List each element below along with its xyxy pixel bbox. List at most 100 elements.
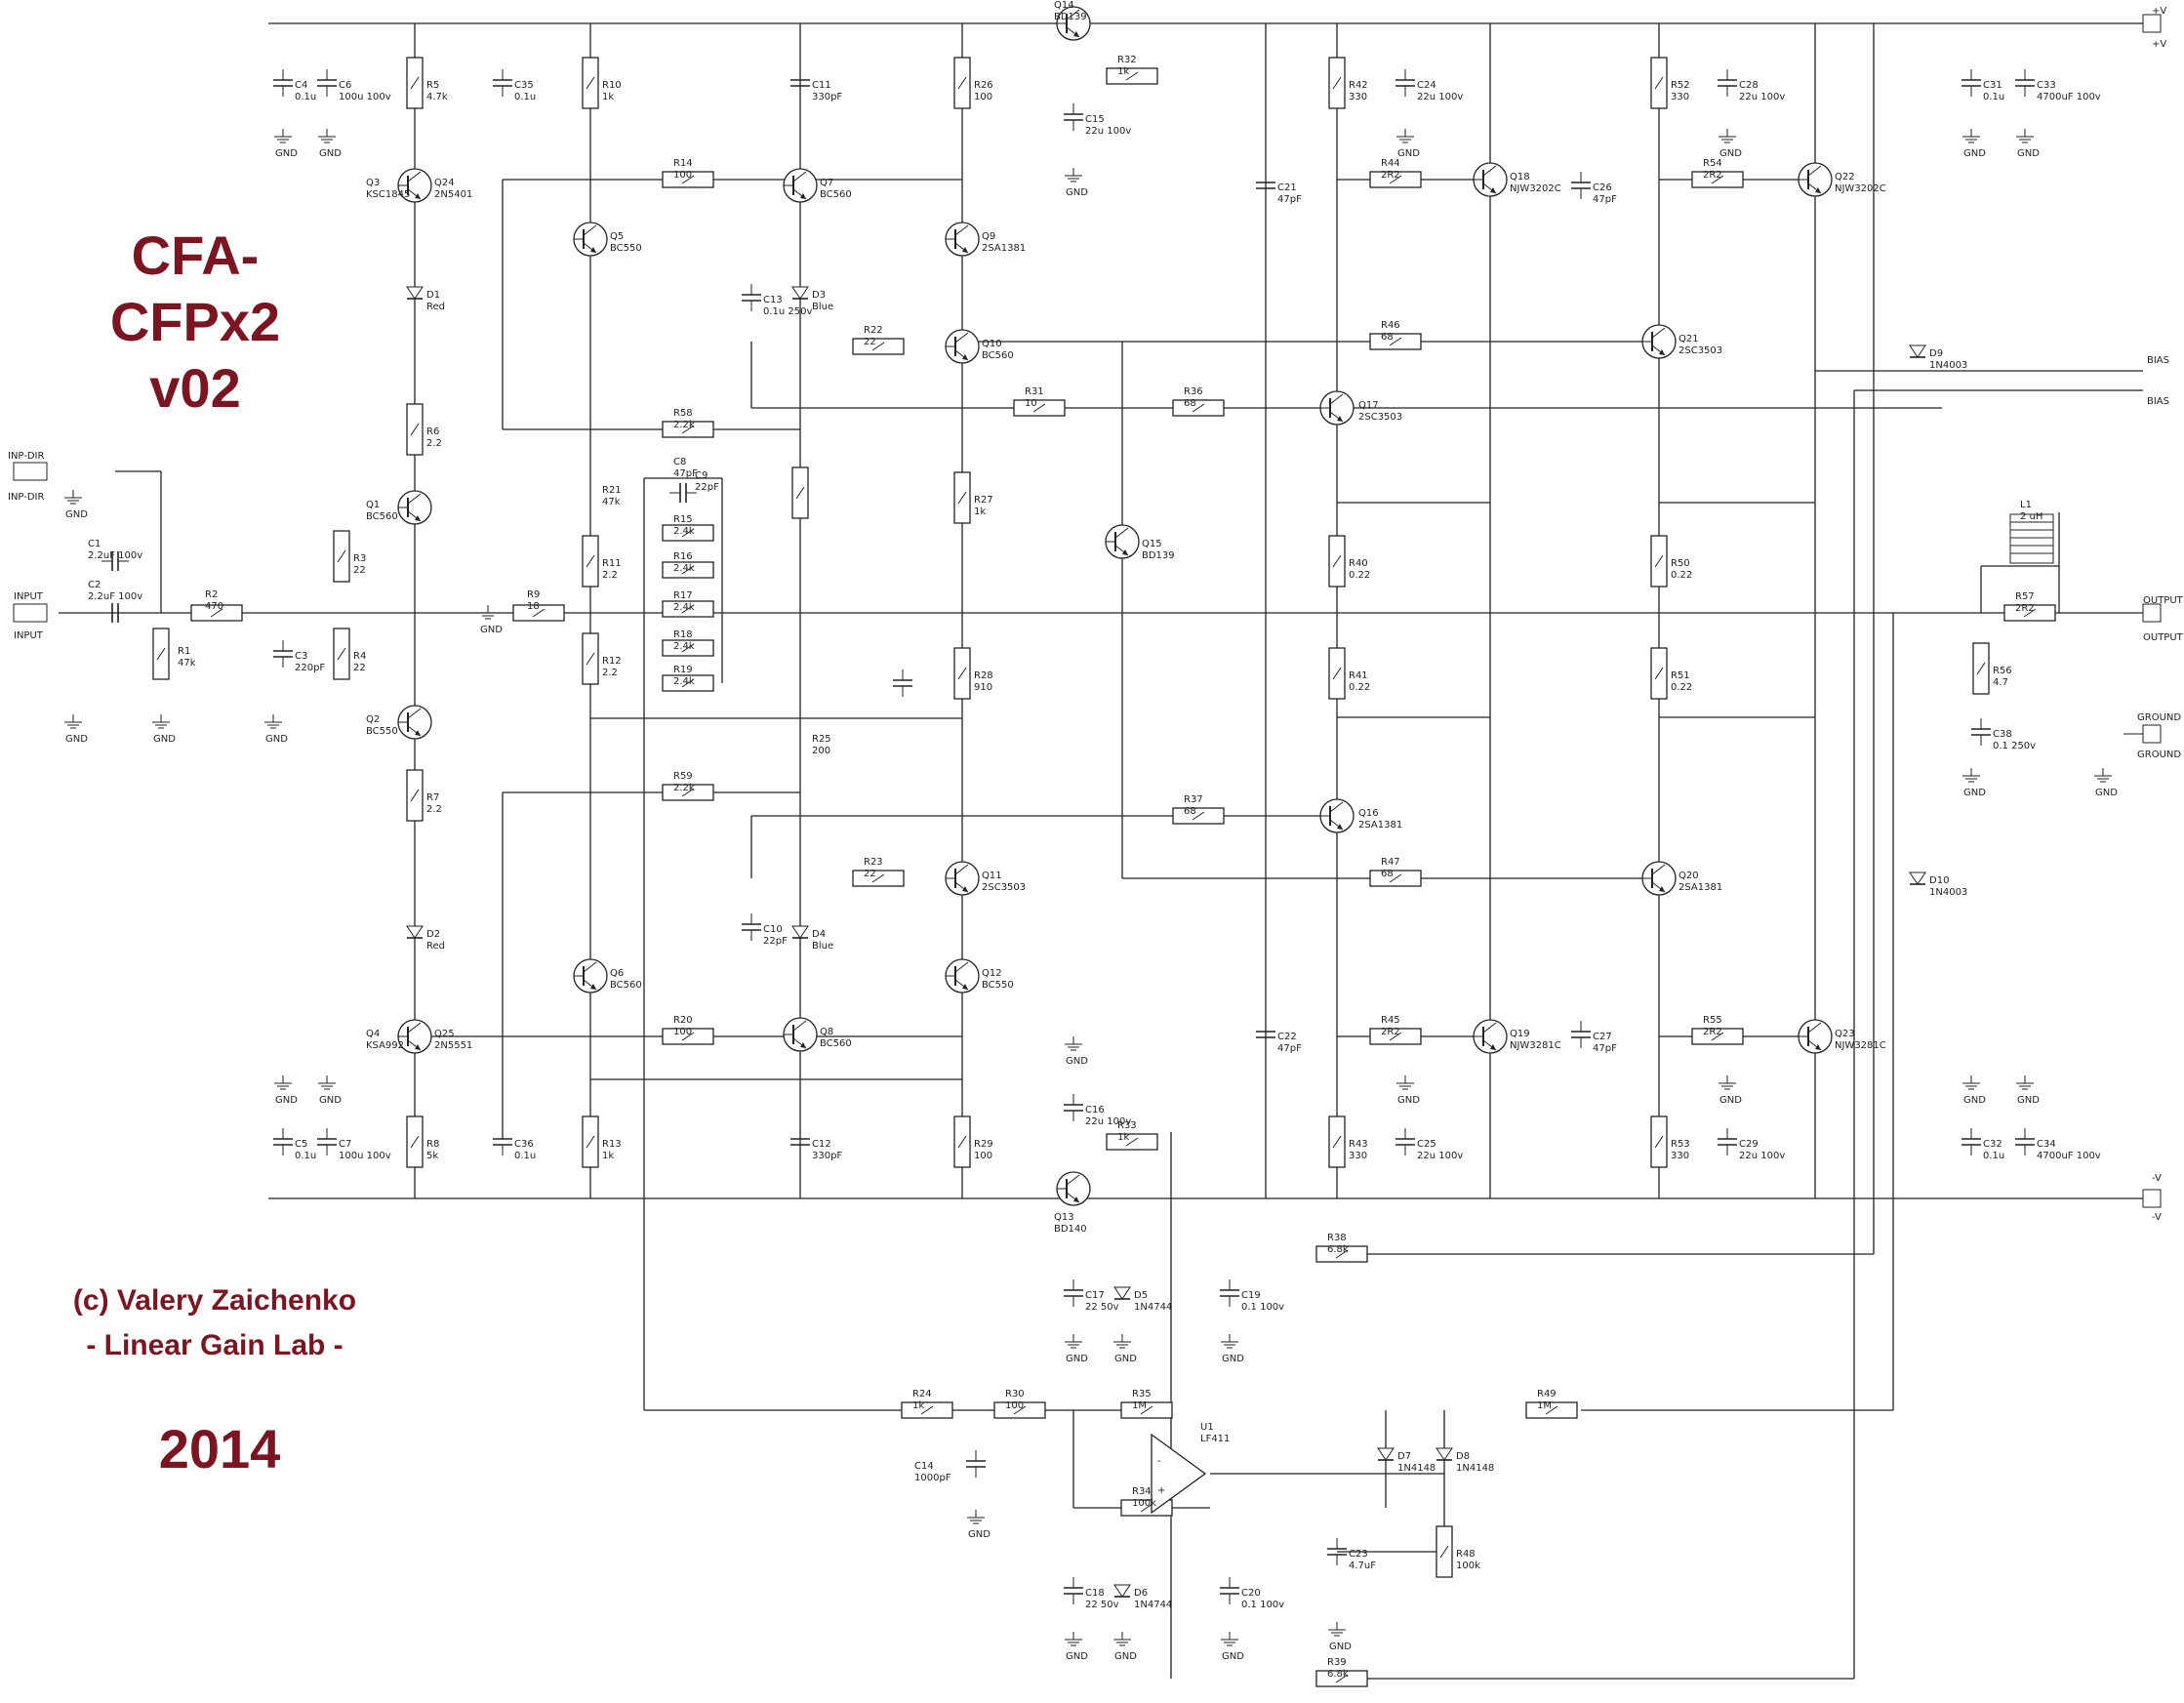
ref-d4: D4 (812, 929, 826, 940)
ref-c10: C10 (763, 924, 783, 935)
port-minus-v: -V -V (2123, 1173, 2162, 1223)
value-c31: 0.1u (1983, 92, 2004, 102)
ref-r51: R51 (1671, 670, 1690, 681)
value-r23: 22 (864, 869, 876, 879)
ref-r24: R24 (912, 1389, 932, 1399)
value-r16: 2.4k (673, 563, 695, 574)
ref-r39: R39 (1327, 1657, 1347, 1668)
value-r8: 5k (426, 1151, 438, 1161)
value-c2: 2.2uF 100v (88, 591, 142, 602)
value-d2: Red (426, 941, 445, 952)
ref-r57: R57 (2015, 591, 2035, 602)
port-ground: GROUND GROUND (2123, 712, 2181, 760)
value-r52: 330 (1671, 92, 1689, 102)
ref-r32: R32 (1117, 55, 1137, 65)
value-u1: LF411 (1200, 1434, 1230, 1444)
svg-text:OUTPUT: OUTPUT (2143, 632, 2184, 643)
gnd-label: GND (275, 148, 298, 159)
ref-r20: R20 (673, 1015, 693, 1026)
gnd-label: GND (319, 148, 342, 159)
ref-r10: R10 (602, 80, 622, 91)
value-q14: BD139 (1054, 12, 1087, 22)
value-r1: 47k (178, 658, 196, 669)
ref-c18: C18 (1085, 1588, 1105, 1599)
value-c25: 22u 100v (1417, 1151, 1463, 1161)
value-r9: 18 (527, 601, 540, 612)
value-c38: 0.1 250v (1993, 741, 2036, 751)
value-c4: 0.1u (295, 92, 316, 102)
value-r44: 2R2 (1381, 170, 1400, 181)
ref-d6: D6 (1134, 1588, 1148, 1599)
value-q22: NJW3202C (1835, 183, 1886, 194)
value-c36: 0.1u (514, 1151, 536, 1161)
value-r50: 0.22 (1671, 570, 1692, 581)
svg-text:BIAS: BIAS (2147, 355, 2169, 366)
svg-text:BIAS: BIAS (2147, 396, 2169, 407)
gnd-label: GND (1114, 1651, 1137, 1662)
svg-text:+: + (1157, 1485, 1165, 1496)
ref-r12: R12 (602, 656, 622, 667)
value-c26: 47pF (1593, 194, 1617, 205)
value-c29: 22u 100v (1739, 1151, 1785, 1161)
ref-r42: R42 (1349, 80, 1368, 91)
value-r28: 910 (974, 682, 992, 693)
ref-q1: Q1 (366, 500, 380, 510)
ref-c14: C14 (914, 1461, 934, 1472)
ref-r35: R35 (1132, 1389, 1152, 1399)
gnd-label: GND (1329, 1642, 1352, 1652)
value-r51: 0.22 (1671, 682, 1692, 693)
ref-q18: Q18 (1510, 172, 1530, 182)
port-bias: BIAS BIAS (2147, 355, 2169, 407)
ref-r9: R9 (527, 589, 540, 600)
ref-c20: C20 (1241, 1588, 1261, 1599)
wires (59, 22, 2143, 1680)
ref-r40: R40 (1349, 558, 1368, 569)
value-r29: 100 (974, 1151, 992, 1161)
gnd-label: GND (1397, 1095, 1420, 1106)
value-d3: Blue (812, 302, 833, 312)
ref-r29: R29 (974, 1139, 993, 1150)
value-q19: NJW3281C (1510, 1040, 1561, 1051)
ref-d9: D9 (1929, 348, 1943, 359)
value-c12: 330pF (812, 1151, 842, 1161)
ref-q3: Q3 (366, 178, 380, 188)
value-q24: 2N5401 (434, 189, 472, 200)
value-d10: 1N4003 (1929, 887, 1967, 898)
ref-r34: R34 (1132, 1486, 1152, 1497)
value-r40: 0.22 (1349, 570, 1370, 581)
value-r20: 100 (673, 1027, 692, 1037)
value-c9: 22pF (695, 482, 719, 493)
value-c34: 4700uF 100v (2037, 1151, 2101, 1161)
value-c14: 1000pF (914, 1473, 951, 1483)
ref-r59: R59 (673, 771, 693, 782)
value-r6: 2.2 (426, 438, 442, 449)
value-r18: 2.4k (673, 641, 695, 652)
ref-r43: R43 (1349, 1139, 1368, 1150)
ref-r6: R6 (426, 426, 439, 437)
value-c1: 2.2uF 100v (88, 550, 142, 561)
value-c17: 22 50v (1085, 1302, 1119, 1313)
ref-c24: C24 (1417, 80, 1436, 91)
value-q2: BC550 (366, 726, 398, 737)
value-d8: 1N4148 (1456, 1463, 1494, 1474)
value-r43: 330 (1349, 1151, 1367, 1161)
value-c18: 22 50v (1085, 1600, 1119, 1610)
value-d7: 1N4148 (1397, 1463, 1436, 1474)
ref-r7: R7 (426, 792, 439, 803)
ref-q21: Q21 (1678, 334, 1699, 345)
gnd-label: GND (1222, 1354, 1244, 1364)
ref-c17: C17 (1085, 1290, 1105, 1301)
value-q6: BC560 (610, 980, 642, 991)
value-q12: BC550 (982, 980, 1014, 991)
ref-c11: C11 (812, 80, 831, 91)
ref-r58: R58 (673, 408, 693, 419)
ref-r47: R47 (1381, 857, 1400, 868)
capacitors (101, 68, 2036, 1605)
ref-q22: Q22 (1835, 172, 1855, 182)
value-r25: 200 (812, 746, 830, 756)
gnd-label: GND (1066, 1354, 1088, 1364)
ref-r56: R56 (1993, 666, 2012, 676)
value-c8: 47pF (673, 468, 698, 479)
gnd-label: GND (265, 734, 288, 745)
gnd-label: GND (275, 1095, 298, 1106)
